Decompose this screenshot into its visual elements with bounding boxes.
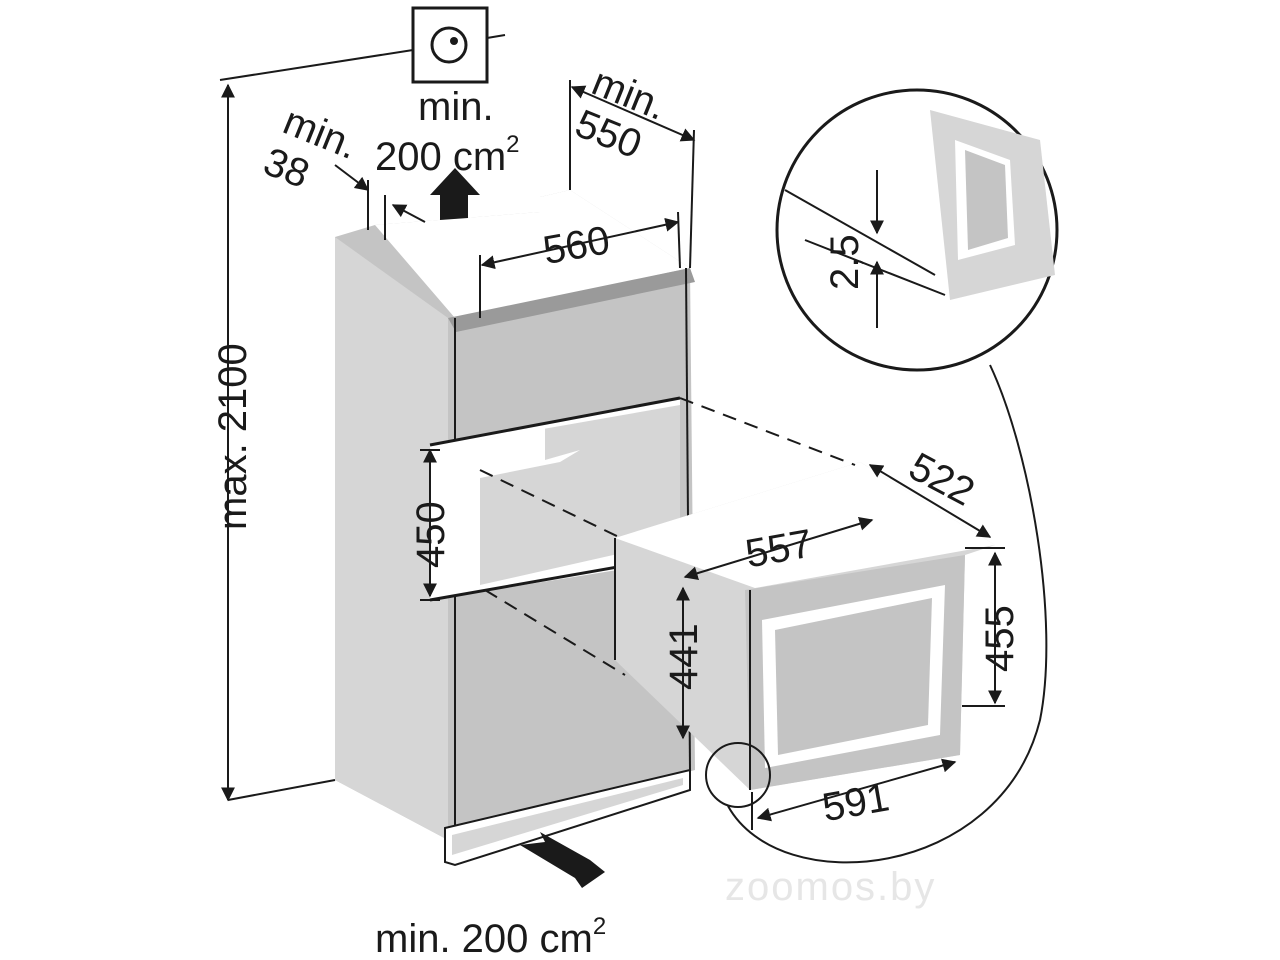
top-vent-min-label: min. — [418, 85, 494, 129]
appliance-body-height-label: 441 — [662, 623, 706, 690]
plinth-grille — [444, 768, 691, 867]
front-width-label: 591 — [819, 775, 892, 830]
watermark: zoomos.by — [725, 865, 936, 909]
max-height-label: max. 2100 — [211, 343, 255, 530]
bottom-vent-label: min. 200 cm2 — [375, 913, 606, 960]
ventilation-grille-icon — [411, 6, 489, 84]
detail-gap-label: 2,5 — [823, 234, 867, 290]
detail-magnifier — [705, 88, 1059, 864]
appliance-height-label: 455 — [978, 605, 1022, 672]
top-vent-area-label: 200 cm2 — [375, 131, 520, 179]
airflow-up-arrow-icon — [430, 168, 480, 220]
airflow-in-arrow-icon — [520, 832, 605, 888]
niche-height-label: 450 — [409, 501, 453, 568]
